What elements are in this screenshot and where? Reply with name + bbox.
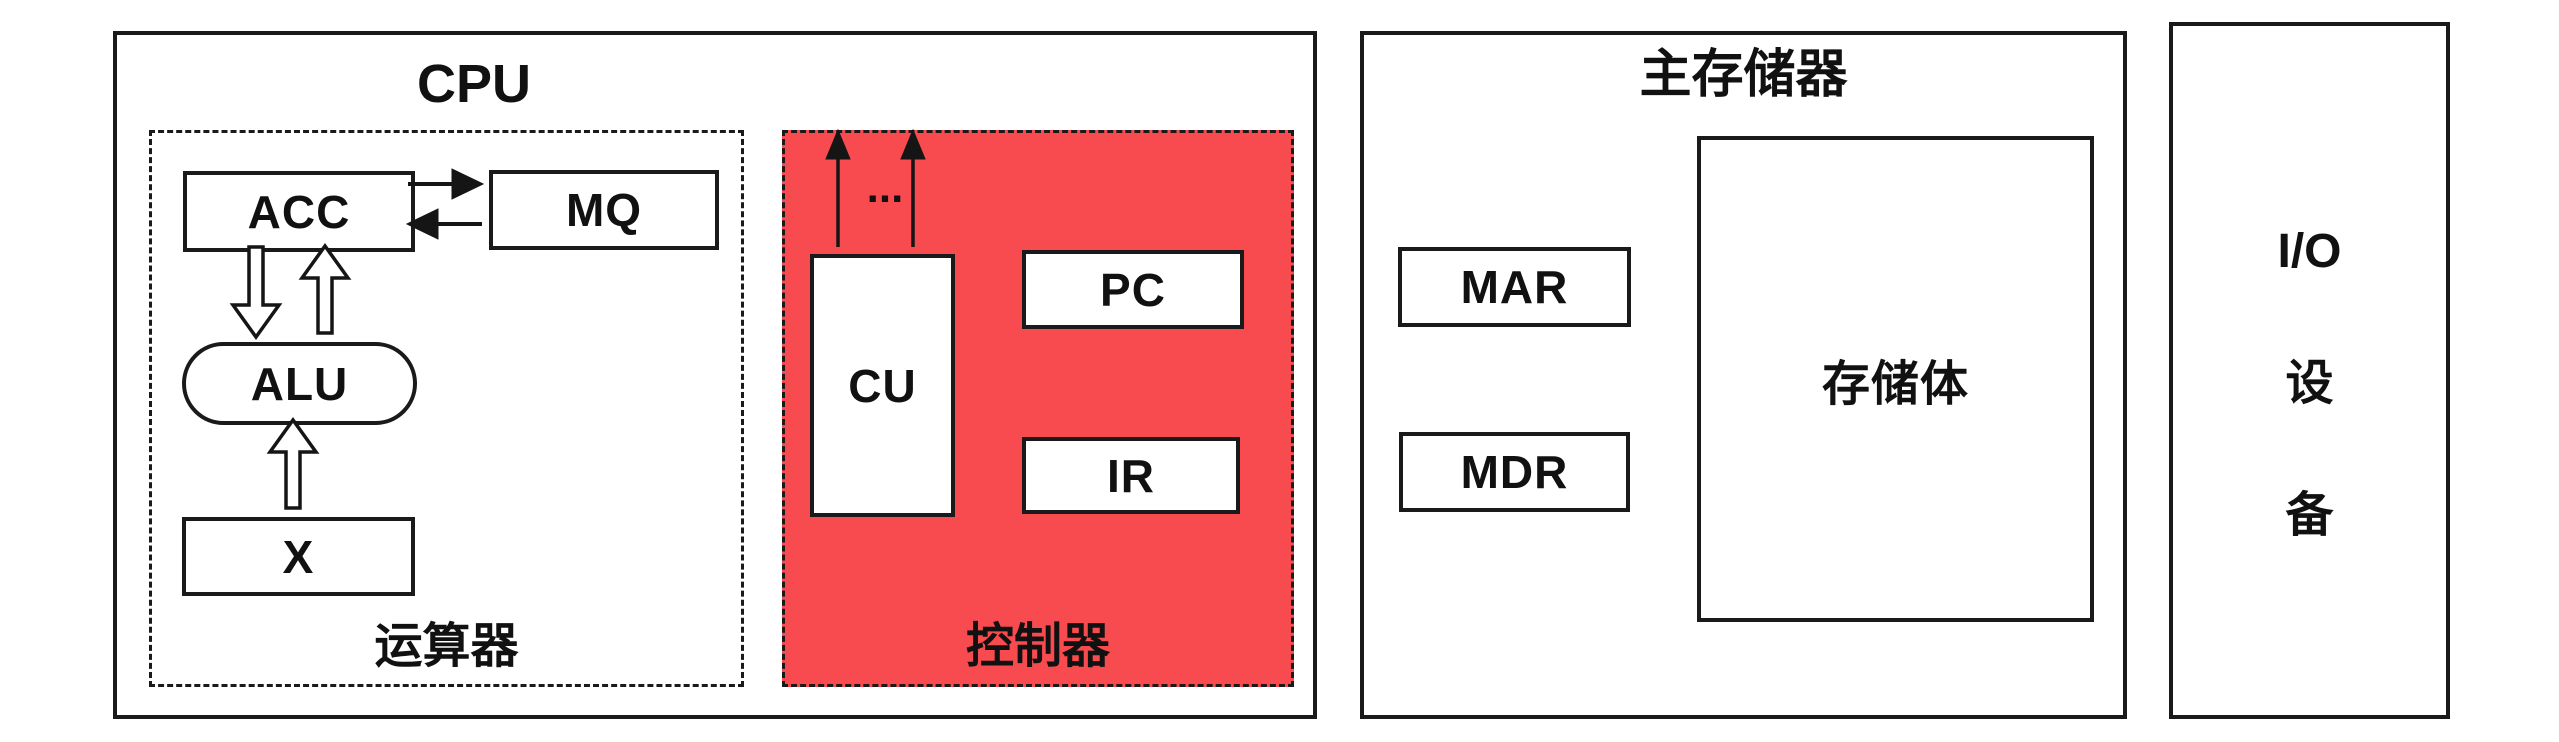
cpu-title: CPU bbox=[416, 54, 531, 114]
mq-register: MQ bbox=[489, 170, 719, 250]
mdr-register: MDR bbox=[1399, 432, 1630, 512]
arithmetic-unit-label: 运算器 bbox=[374, 620, 519, 673]
io-line-3: 备 bbox=[2285, 488, 2334, 542]
io-line-1: I/O bbox=[2277, 224, 2342, 278]
mar-register: MAR bbox=[1398, 247, 1631, 327]
x-register: X bbox=[182, 517, 415, 596]
control-unit-box: ... CU PC IR 控制器 bbox=[782, 130, 1294, 687]
storage-body-label: 存储体 bbox=[1821, 358, 1969, 411]
cpu-box: CPU ACC MQ ALU X 运算器 ... CU PC bbox=[113, 31, 1317, 719]
mar-label: MAR bbox=[1460, 261, 1569, 313]
x-label: X bbox=[282, 530, 315, 583]
pc-register: PC bbox=[1022, 250, 1244, 329]
main-memory-title: 主存储器 bbox=[1639, 46, 1848, 104]
cu-unit: CU bbox=[810, 254, 955, 517]
storage-body-box: 存储体 bbox=[1697, 136, 2094, 622]
arithmetic-unit-box: ACC MQ ALU X 运算器 bbox=[149, 130, 744, 687]
alu-label: ALU bbox=[250, 357, 349, 410]
acc-label: ACC bbox=[247, 185, 351, 238]
mq-label: MQ bbox=[565, 184, 643, 236]
ir-label: IR bbox=[1107, 449, 1155, 502]
pc-label: PC bbox=[1100, 263, 1166, 316]
cu-label: CU bbox=[848, 359, 917, 412]
acc-register: ACC bbox=[183, 171, 415, 252]
io-device-box: I/O 设 备 bbox=[2169, 22, 2450, 719]
control-unit-label: 控制器 bbox=[965, 620, 1110, 673]
alu-unit: ALU bbox=[182, 342, 417, 425]
control-signals-ellipsis: ... bbox=[866, 163, 904, 212]
main-memory-box: 主存储器 MAR MDR 存储体 bbox=[1360, 31, 2127, 719]
mdr-label: MDR bbox=[1460, 446, 1569, 498]
ir-register: IR bbox=[1022, 437, 1240, 514]
io-line-2: 设 bbox=[2285, 356, 2334, 410]
